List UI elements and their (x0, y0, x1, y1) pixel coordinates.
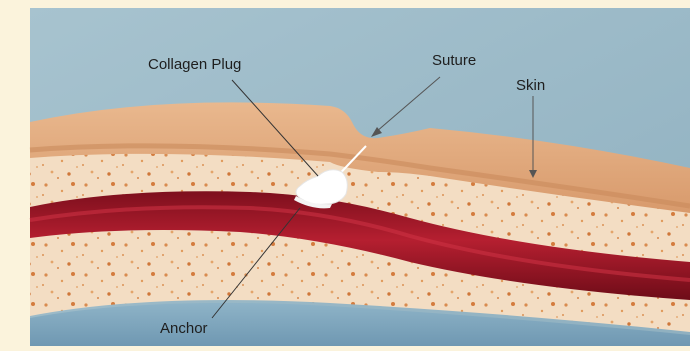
skin-label: Skin (516, 77, 545, 94)
collagen-plug-label: Collagen Plug (148, 56, 241, 73)
suture-label: Suture (432, 52, 476, 69)
scene (30, 8, 690, 346)
anchor-label: Anchor (160, 320, 208, 337)
